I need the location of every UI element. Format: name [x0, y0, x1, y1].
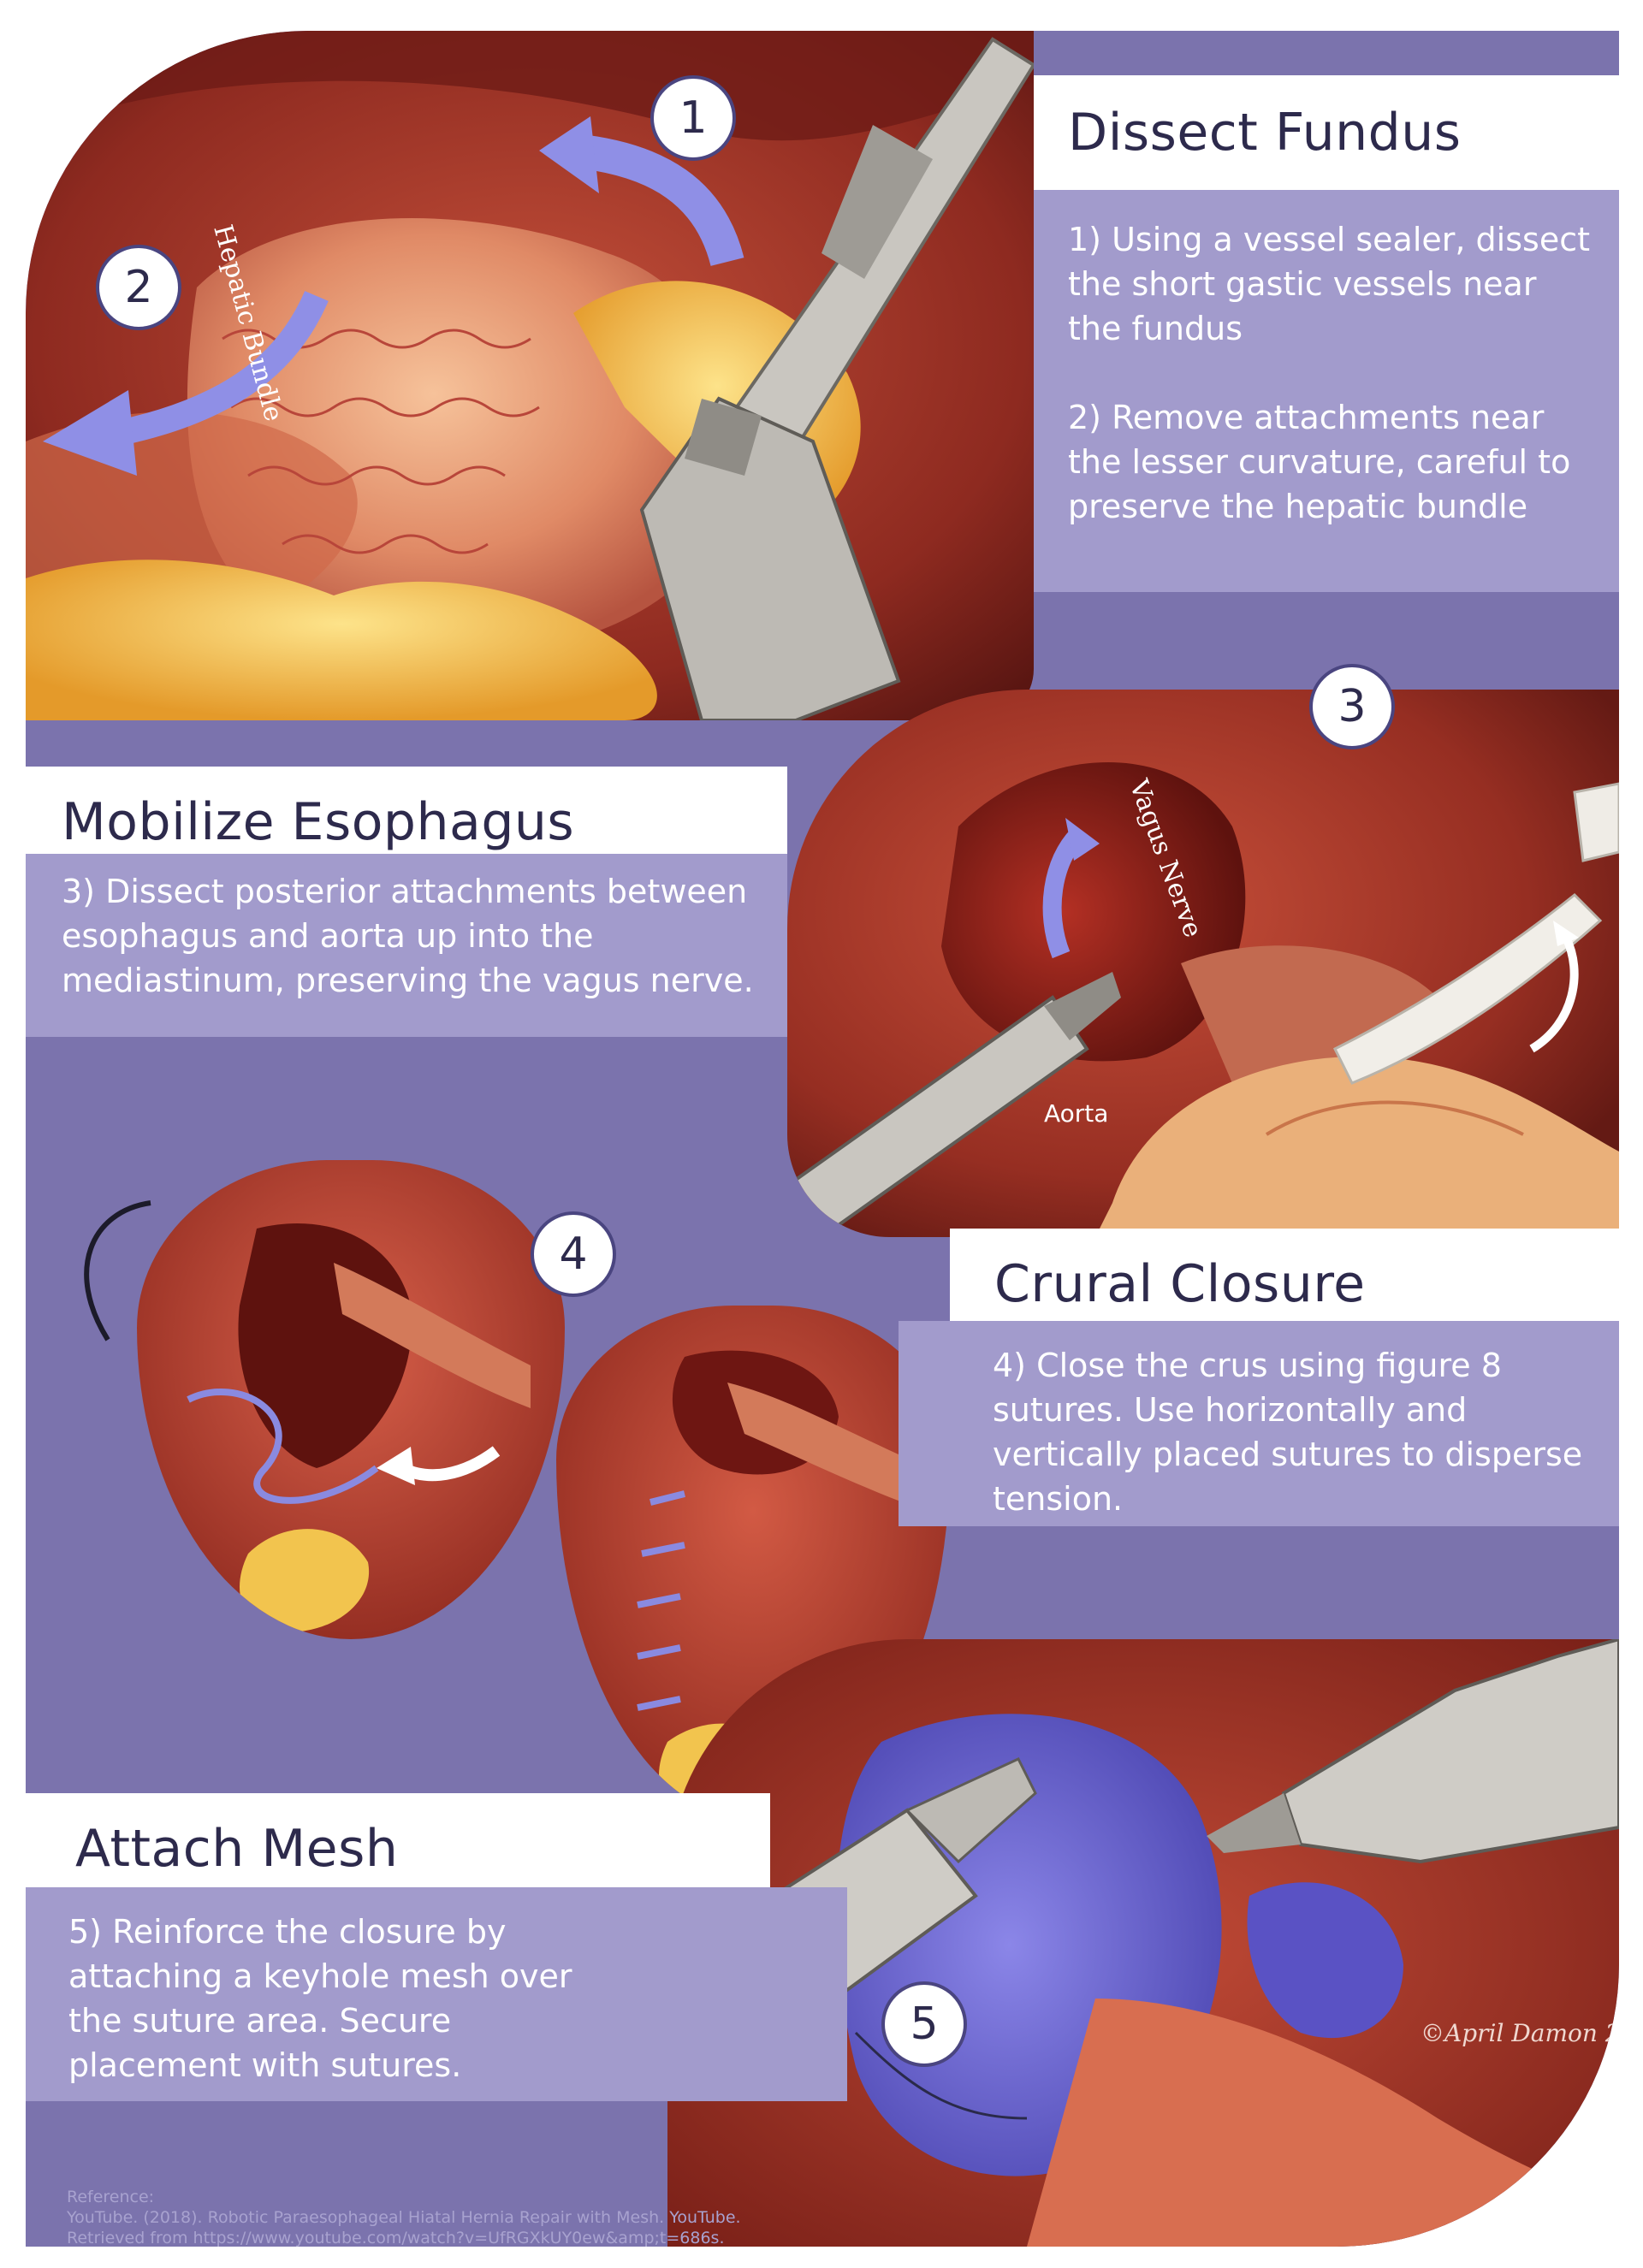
reference: Reference: YouTube. (2018). Robotic Para…: [67, 2187, 741, 2247]
fundus-illustration: Hepatic Bundle: [26, 31, 1034, 720]
step-4-badge: 4: [531, 1211, 616, 1297]
mobilize-esophagus-description: 3) Dissect posterior attachments between…: [26, 854, 787, 1037]
step-4-text: 4) Close the crus using figure 8 sutures…: [993, 1347, 1583, 1518]
crural-closure-description: 4) Close the crus using figure 8 sutures…: [899, 1321, 1619, 1526]
crus-closure-arrow: [377, 1446, 501, 1485]
lift-arrow: [1529, 935, 1579, 1053]
dissector-instrument: [787, 972, 1121, 1237]
artist-signature: ©April Damon 2022: [1421, 2019, 1619, 2047]
dissect-fundus-description: 1) Using a vessel sealer, dissect the sh…: [1034, 190, 1619, 592]
reference-heading: Reference:: [67, 2188, 155, 2206]
step-2-text: 2) Remove attachments near the lesser cu…: [1068, 399, 1571, 525]
poster: Hepatic Bundle: [26, 31, 1619, 2247]
rotate-arrow: [571, 133, 744, 267]
step-2-badge: 2: [96, 245, 181, 330]
retract-arrow: [116, 290, 329, 446]
vessel-sealer-instrument: [639, 37, 1034, 720]
step-5-badge: 5: [881, 1981, 967, 2067]
needle-driver-instrument: [1207, 1639, 1619, 1864]
dissect-fundus-title: Dissect Fundus: [1034, 75, 1619, 190]
step-5-text: 5) Reinforce the closure by attaching a …: [68, 1913, 572, 2084]
aorta-label: Aorta: [1044, 1099, 1108, 1128]
retract-arrow-head: [43, 390, 137, 476]
step-1-badge: 1: [650, 75, 736, 161]
penrose-drain: [1332, 782, 1619, 1085]
step-3-badge: 3: [1309, 664, 1395, 749]
step-3-text: 3) Dissect posterior attachments between…: [62, 873, 754, 999]
rotate-arrow-head: [539, 116, 599, 193]
reference-line-1: YouTube. (2018). Robotic Paraesophageal …: [67, 2208, 741, 2227]
crus-open-illustration: [137, 1160, 565, 1639]
dissection-arrow: [1042, 828, 1086, 959]
suture-needle: [84, 1200, 151, 1341]
esophagus-illustration: Vagus Nerve Aorta: [787, 690, 1619, 1237]
attach-mesh-title: Attach Mesh: [26, 1793, 770, 1904]
attach-mesh-description: 5) Reinforce the closure by attaching a …: [26, 1887, 847, 2101]
reference-line-2: Retrieved from https://www.youtube.com/w…: [67, 2229, 725, 2247]
step-1-text: 1) Using a vessel sealer, dissect the sh…: [1068, 221, 1591, 347]
